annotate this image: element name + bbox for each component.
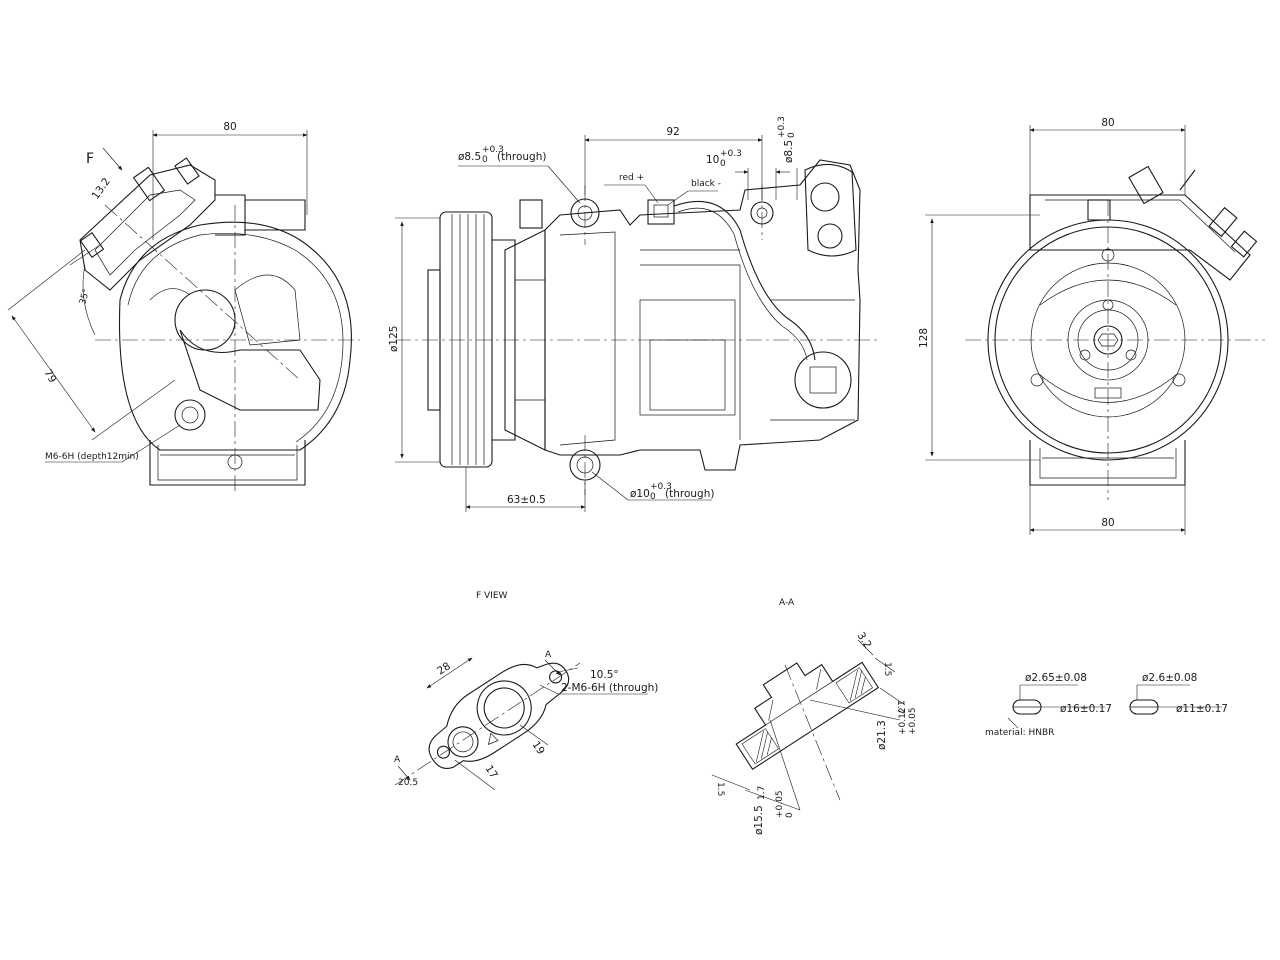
f-dim-19: 19: [529, 739, 546, 757]
right-dim-bottom-80: 80: [1101, 517, 1114, 529]
front-dim-92: 92: [666, 126, 679, 138]
section-aa: A-A 3.2 1.5 1.7 ø21.3 +0.12 +0.05 1.5 1: [711, 598, 918, 835]
front-view: 92 ø8.5 +0.3 0 (through) 10 +0.3 0 ø8.5 …: [388, 116, 880, 512]
ring1-inner: ø16±0.17: [1060, 703, 1112, 715]
left-thread-note: M6-6H (depth12min): [45, 452, 139, 462]
front-dim-10-tol-low: 0: [720, 159, 726, 169]
right-dim-128: 128: [918, 328, 930, 348]
front-hole-top-tol: +0.3: [482, 145, 504, 155]
left-dim-79: 79: [41, 368, 58, 386]
view-arrow-f: F: [86, 151, 94, 167]
front-dim-8-5-vert-tol-low: 0: [787, 132, 797, 138]
sec-dim-1-7-right: 1.7: [895, 700, 905, 714]
sec-dim-1-5-top: 1.5: [882, 662, 892, 676]
left-view: 80 F 13.2 35° 79 M6-6H (depth12min): [7, 121, 360, 495]
sec-dim-21-3: ø21.3: [876, 720, 888, 750]
ring1-section: ø2.65±0.08: [1025, 672, 1087, 684]
front-dim-125: ø125: [388, 326, 400, 352]
front-dim-8-5-vert: ø8.5: [783, 140, 795, 163]
front-hole-top: ø8.5: [458, 151, 481, 163]
sec-dim-3-2: 3.2: [854, 630, 873, 651]
sec-dim-15-5-tol-low: 0: [785, 812, 795, 818]
ring2-inner: ø11±0.17: [1176, 703, 1228, 715]
sec-dim-15-5: ø15.5: [753, 805, 765, 835]
right-dim-top-80: 80: [1101, 117, 1114, 129]
sec-dim-1-5-left: 1.5: [715, 782, 725, 796]
left-dim-35: 35°: [78, 288, 92, 306]
f-dim-28: 28: [435, 660, 453, 677]
front-dim-10: 10: [706, 154, 719, 166]
front-dim-10-tol: +0.3: [720, 149, 742, 159]
f-dim-20-5: 20.5: [398, 778, 418, 788]
f-thread: 2-M6-6H (through): [561, 682, 658, 694]
front-hole-bottom-tol-low: 0: [650, 492, 656, 502]
front-hole-bottom: ø10: [630, 488, 650, 500]
f-view: F VIEW 28 A A 10.5° 2-M6-6H (through) 19…: [394, 591, 658, 791]
front-dim-8-5-vert-tol: +0.3: [777, 116, 787, 138]
front-hole-bottom-tol: +0.3: [650, 482, 672, 492]
sec-dim-15-5-tol: +0.05: [775, 790, 785, 818]
left-dim-80: 80: [223, 121, 236, 133]
ring2-section: ø2.6±0.08: [1142, 672, 1197, 684]
wire-red-label: red +: [619, 173, 644, 183]
sec-dim-1-7-bottom: 1.7: [757, 786, 767, 800]
left-dim-13-2: 13.2: [90, 176, 113, 202]
right-view: 80 80 128: [918, 117, 1265, 535]
f-view-title: F VIEW: [476, 591, 508, 601]
f-angle: 10.5°: [590, 669, 619, 681]
f-label-a-top: A: [545, 650, 552, 660]
f-dim-17: 17: [482, 763, 499, 781]
front-hole-top-note: (through): [497, 151, 546, 163]
front-hole-bottom-note: (through): [665, 488, 714, 500]
wire-black-label: black -: [691, 179, 721, 189]
material-note: material: HNBR: [985, 728, 1054, 738]
front-dim-63: 63±0.5: [507, 494, 546, 506]
section-aa-title: A-A: [779, 598, 795, 608]
sec-dim-21-3-tol: +0.12: [898, 707, 908, 735]
o-rings: ø2.65±0.08 ø16±0.17 material: HNBR ø2.6±…: [985, 672, 1228, 738]
sec-dim-21-3-tol-low: +0.05: [908, 707, 918, 735]
front-hole-top-tol-low: 0: [482, 155, 488, 165]
f-label-a-bottom: A: [394, 755, 401, 765]
